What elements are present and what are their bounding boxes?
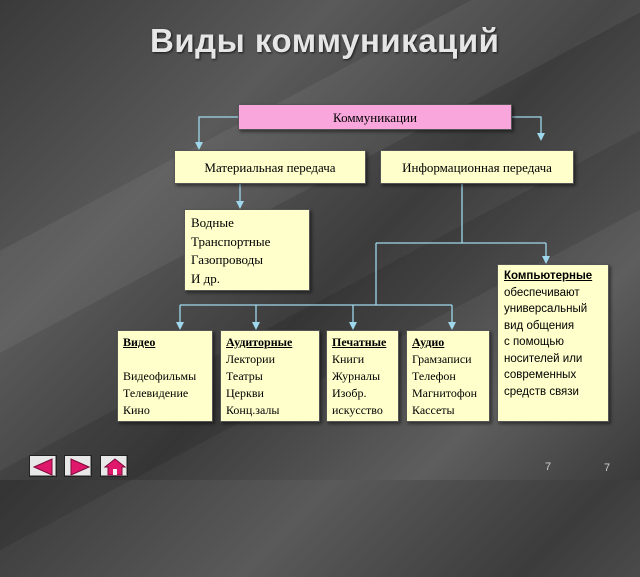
computer-line: обеспечивают <box>504 286 580 299</box>
node-heading: Аудиторные <box>226 335 293 349</box>
computer-line: универсальный <box>504 303 588 315</box>
node-video: Видео Видеофильмы Телевидение Кино <box>117 330 213 422</box>
leaf-item: Лектории <box>226 352 275 366</box>
material-item: Водные <box>191 215 234 230</box>
node-computer: Компьютерные обеспечивают универсальный … <box>497 264 609 422</box>
material-item: Газопроводы <box>191 252 264 267</box>
leaf-item: Магнитофон <box>412 386 478 400</box>
leaf-item: Церкви <box>226 386 264 400</box>
leaf-item: Телевидение <box>123 386 189 400</box>
computer-line: средств связи <box>504 385 579 398</box>
node-auditory: Аудиторные Лектории Театры Церкви Конц.з… <box>220 330 320 422</box>
home-icon <box>103 458 127 476</box>
material-item: Транспортные <box>191 233 271 249</box>
node-audio: Аудио Грамзаписи Телефон Магнитофон Касс… <box>406 330 490 422</box>
computer-line: носителей или <box>504 352 583 365</box>
leaf-item: Книги <box>332 352 365 366</box>
arrow-left-icon <box>32 458 53 476</box>
leaf-item: искусство <box>332 403 383 417</box>
node-material-transfer: Материальная передача <box>174 150 366 184</box>
home-slide-button[interactable] <box>100 455 128 477</box>
leaf-item: Кино <box>123 403 150 417</box>
leaf-item: Театры <box>226 369 263 383</box>
slide-title: Виды коммуникаций <box>150 22 500 59</box>
node-heading: Печатные <box>332 335 387 349</box>
leaf-item: Конц.залы <box>226 403 280 417</box>
leaf-item: Грамзаписи <box>412 352 472 366</box>
next-slide-button[interactable] <box>64 455 92 477</box>
leaf-item: Телефон <box>412 369 456 383</box>
leaf-item: Журналы <box>332 369 381 383</box>
node-print: Печатные Книги Журналы Изобр. искусство <box>326 330 399 422</box>
connector-lines <box>176 116 550 330</box>
leaf-item: Изобр. <box>332 386 367 400</box>
computer-line: современных <box>504 369 577 381</box>
leaf-item: Видеофильмы <box>123 369 197 383</box>
page-number: 7 <box>604 462 611 474</box>
material-item: И др. <box>191 270 221 286</box>
node-material-items: Водные Транспортные Газопроводы И др. <box>184 209 310 291</box>
arrow-right-icon <box>70 458 91 476</box>
prev-slide-button[interactable] <box>29 455 57 477</box>
computer-line: вид общения <box>504 319 575 332</box>
root-node-communications: Коммуникации <box>238 104 512 130</box>
node-heading: Компьютерные <box>504 270 593 282</box>
node-heading: Видео <box>123 335 156 349</box>
leaf-item: Кассеты <box>412 403 455 417</box>
computer-line: с помощью <box>504 336 564 348</box>
page-number: 7 <box>545 461 552 473</box>
node-information-transfer: Информационная передача <box>380 150 574 184</box>
node-heading: Аудио <box>412 335 445 349</box>
